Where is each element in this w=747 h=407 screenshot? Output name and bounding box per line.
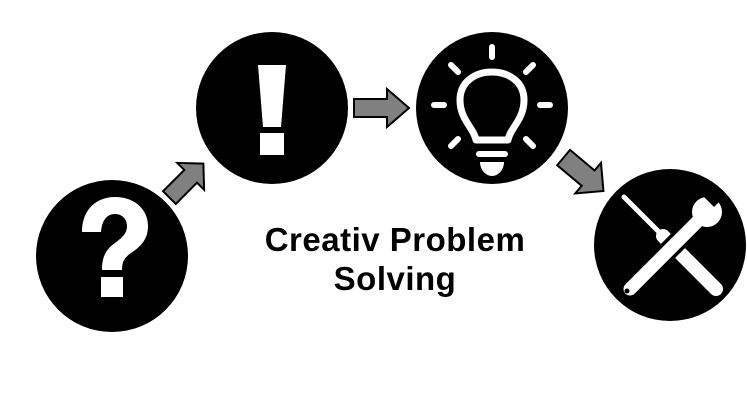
exclamation-mark-icon (258, 65, 286, 155)
screwdriver-wrench-icon (620, 189, 723, 299)
diagram-title: Creativ Problem Solving (195, 220, 595, 298)
lightbulb-icon (431, 44, 553, 149)
arrow-question-to-exclamation (161, 161, 206, 206)
question-mark-icon (82, 197, 148, 297)
title-line-1: Creativ Problem (264, 221, 526, 258)
lightbulb-base (476, 151, 508, 176)
arrow-exclamation-to-idea (353, 86, 411, 130)
step-idea (416, 32, 568, 184)
arrow-idea-to-tools (555, 148, 605, 195)
step-exclamation (196, 32, 348, 184)
step-question (36, 180, 188, 332)
title-line-2: Solving (333, 260, 457, 297)
step-tools (594, 169, 746, 321)
